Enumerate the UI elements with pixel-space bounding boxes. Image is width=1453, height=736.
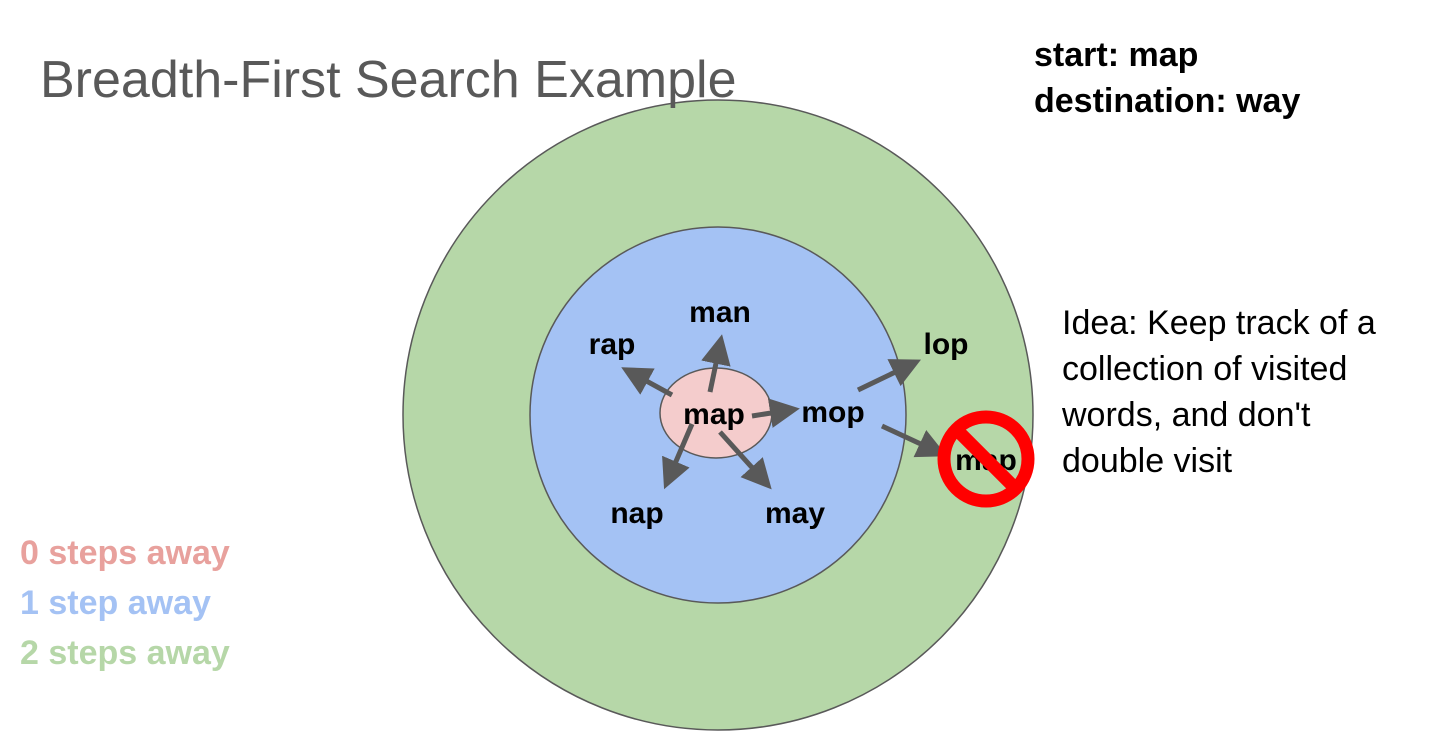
legend-level-2: 2 steps away (20, 634, 230, 672)
idea-note: Idea: Keep track of a collection of visi… (1062, 300, 1442, 484)
forbidden-icon (937, 410, 1035, 508)
idea-line-4: double visit (1062, 442, 1233, 480)
node-rap: rap (589, 328, 636, 361)
node-nap: nap (610, 497, 663, 530)
legend: 0 steps away 1 step away 2 steps away (20, 528, 230, 678)
page-title: Breadth-First Search Example (40, 51, 737, 109)
node-lop: lop (924, 328, 969, 361)
arrow-map-to-rap (621, 367, 674, 398)
arrow-map-to-mop (751, 398, 800, 428)
arrows (621, 334, 948, 490)
legend-level-0: 0 steps away (20, 534, 230, 572)
arrow-mop-to-lop (856, 359, 922, 393)
start-label: start: map (1034, 36, 1199, 74)
idea-line-3: words, and don't (1062, 396, 1311, 434)
node-man: man (689, 296, 751, 329)
search-info: start: map destination: way (1034, 32, 1300, 124)
arrow-mop-to-map-revisit (880, 423, 948, 458)
arrow-map-to-man (701, 334, 731, 393)
idea-line-2: collection of visited (1062, 350, 1348, 388)
node-may: may (765, 497, 825, 530)
node-mop: mop (801, 396, 864, 429)
idea-line-1: Idea: Keep track of a (1062, 304, 1376, 342)
destination-label: destination: way (1034, 82, 1301, 120)
legend-level-1: 1 step away (20, 584, 211, 622)
node-map-center: map (683, 398, 745, 431)
arrow-map-to-nap (662, 423, 695, 490)
arrow-map-to-may (718, 430, 772, 490)
